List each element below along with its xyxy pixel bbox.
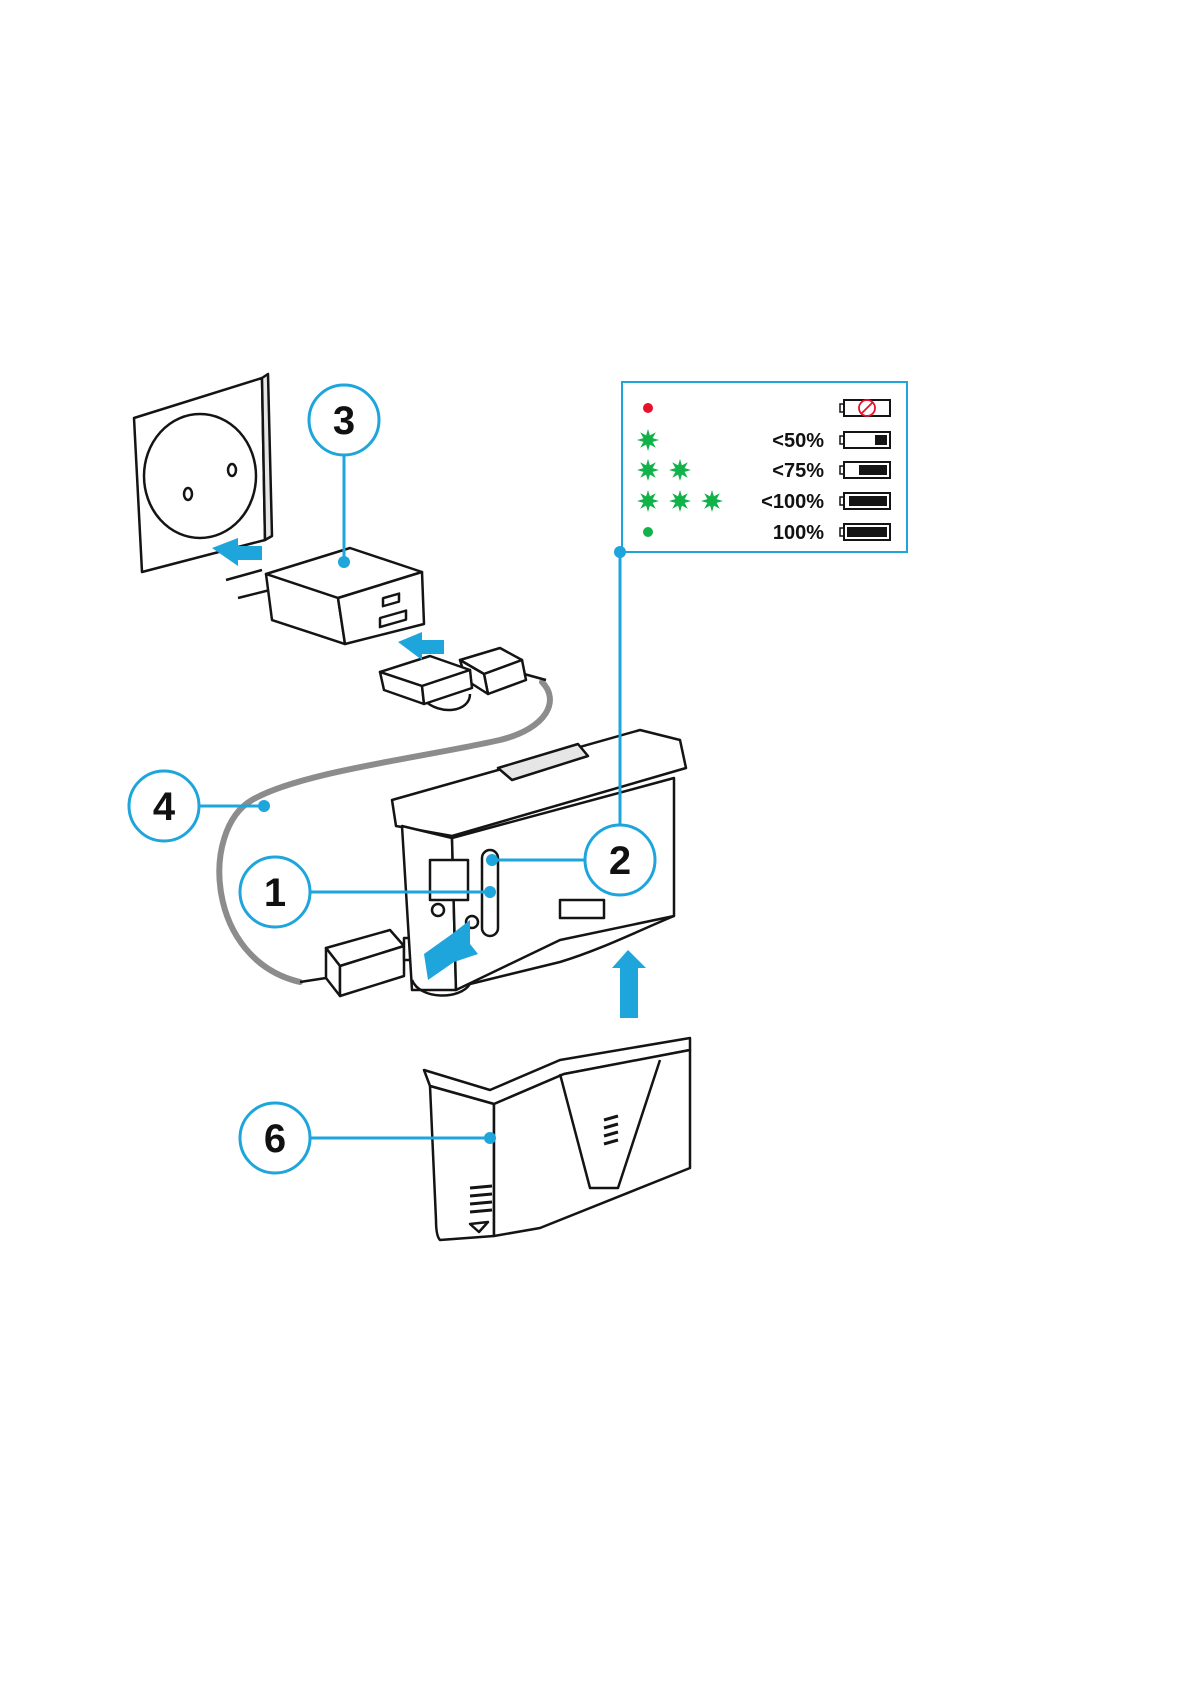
arrow-up-icon bbox=[612, 950, 646, 1018]
callout-1: 1 bbox=[240, 857, 310, 927]
legend-charge-label: <100% bbox=[761, 491, 824, 513]
led-green-blink-icon bbox=[637, 429, 659, 451]
power-adapter bbox=[226, 548, 424, 644]
callout-4: 4 bbox=[129, 771, 199, 841]
svg-text:4: 4 bbox=[153, 785, 176, 829]
led-red-dot-icon bbox=[643, 403, 653, 413]
legend-charge-label: <75% bbox=[772, 460, 824, 482]
led-green-blink-icon bbox=[637, 459, 659, 481]
arrow-into-adapter-icon bbox=[398, 632, 444, 660]
led-status-legend: <50% <75% <100% 100% bbox=[622, 382, 907, 552]
legend-charge-label: <50% bbox=[772, 430, 824, 452]
svg-text:1: 1 bbox=[264, 871, 286, 915]
led-green-blink-icon bbox=[669, 459, 691, 481]
callout-6: 6 bbox=[240, 1103, 310, 1173]
usb-c-connector-upper bbox=[380, 656, 472, 704]
callout-3: 3 bbox=[309, 385, 379, 455]
wall-socket bbox=[134, 374, 272, 572]
usb-c-plug-lower bbox=[300, 930, 414, 996]
led-green-blink-icon bbox=[701, 490, 723, 512]
battery-charge-level bbox=[847, 527, 887, 537]
battery-charge-level bbox=[875, 435, 887, 445]
led-green-dot-icon bbox=[643, 527, 653, 537]
battery-charge-level bbox=[849, 496, 887, 506]
legend-charge-label: 100% bbox=[773, 522, 824, 544]
led-green-blink-icon bbox=[669, 490, 691, 512]
callout-2: 2 bbox=[585, 825, 655, 895]
svg-text:3: 3 bbox=[333, 399, 355, 443]
led-green-blink-icon bbox=[637, 490, 659, 512]
svg-text:6: 6 bbox=[264, 1117, 286, 1161]
svg-text:2: 2 bbox=[609, 839, 631, 883]
battery-charge-level bbox=[859, 465, 887, 475]
